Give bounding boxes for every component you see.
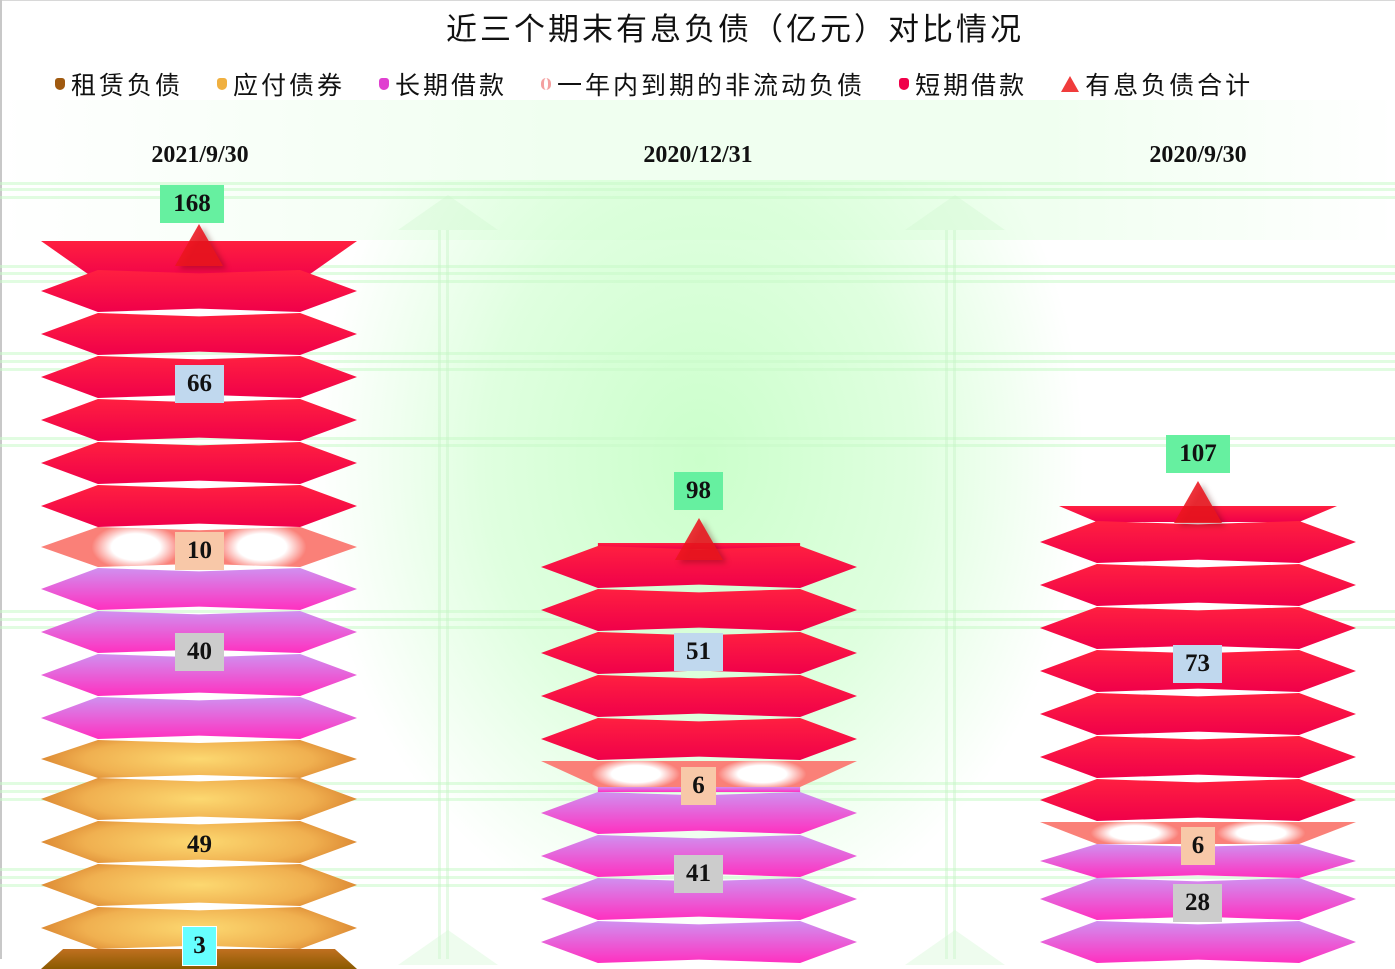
total-marker-triangle: [175, 224, 223, 266]
bg-arrow-decoration: [905, 930, 1005, 965]
segment-short-term-loans: [41, 270, 357, 312]
total-marker-triangle: [1174, 481, 1222, 523]
value-label-bonds-payable: 49: [187, 831, 212, 858]
segment-short-term-loans: [41, 399, 357, 441]
segment-short-term-loans: [541, 589, 857, 631]
segment-short-term-loans: [1040, 564, 1356, 606]
segment-bonds-payable: [41, 864, 357, 906]
value-label-lease-liabilities: 3: [182, 926, 217, 966]
segment-long-term-loans: [41, 697, 357, 739]
segment-short-term-loans: [1040, 607, 1356, 649]
segment-bonds-payable: [41, 821, 357, 863]
segment-short-term-loans: [541, 675, 857, 717]
legend-label: 有息负债合计: [1085, 71, 1254, 100]
value-label-total: 107: [1166, 435, 1230, 473]
bg-pole: [953, 230, 956, 959]
bg-arrow-decoration: [905, 195, 1005, 230]
frame-top-border: [0, 0, 1395, 1]
bg-pole: [945, 230, 948, 959]
segment-short-term-loans: [1040, 521, 1356, 563]
segment-short-term-loans: [41, 313, 357, 355]
segment-short-term-loans: [1040, 779, 1356, 821]
bg-stripe: [0, 188, 1395, 191]
value-label-current-noncurrent: 10: [175, 532, 224, 570]
value-label-long-term-loans: 41: [674, 855, 723, 893]
legend-item-short-term-loans[interactable]: 短期借款: [899, 66, 1027, 102]
magenta-lantern-icon: [379, 78, 390, 90]
bg-stripe: [0, 437, 1395, 440]
segment-long-term-loans: [541, 921, 857, 963]
value-label-short-term-loans: 73: [1173, 645, 1222, 683]
segment-long-term-loans: [41, 568, 357, 610]
segment-long-term-loans: [1040, 921, 1356, 963]
legend-label: 租赁负债: [71, 71, 184, 100]
bg-stripe: [0, 444, 1395, 447]
segment-short-term-loans: [541, 718, 857, 760]
category-label-2021-9-30: 2021/9/30: [151, 142, 249, 168]
chart-legend: 租赁负债 应付债券 长期借款 一年内到期的非流动负债 短期借款 有息负债合计: [55, 66, 1287, 102]
brown-lantern-icon: [55, 78, 65, 90]
value-label-total: 168: [160, 185, 224, 223]
legend-item-current-noncurrent[interactable]: 一年内到期的非流动负债: [541, 66, 865, 102]
legend-label: 应付债券: [233, 71, 346, 100]
total-marker-triangle: [675, 518, 723, 560]
bg-stripe: [0, 360, 1395, 363]
legend-label: 短期借款: [915, 71, 1028, 100]
bg-arrow-decoration: [398, 930, 498, 965]
value-label-current-noncurrent: 6: [681, 767, 716, 805]
legend-label: 长期借款: [395, 71, 508, 100]
bg-arrow-decoration: [398, 195, 498, 230]
category-label-2020-9-30: 2020/9/30: [1149, 142, 1247, 168]
legend-label: 一年内到期的非流动负债: [557, 71, 866, 100]
bg-stripe: [0, 368, 1395, 371]
legend-item-bonds[interactable]: 应付债券: [217, 66, 345, 102]
legend-item-total[interactable]: 有息负债合计: [1061, 66, 1253, 102]
value-label-long-term-loans: 40: [175, 633, 224, 671]
segment-short-term-loans: [1040, 693, 1356, 735]
value-label-short-term-loans: 51: [674, 633, 723, 671]
value-label-total: 98: [674, 472, 723, 510]
value-label-current-noncurrent: 6: [1181, 827, 1215, 865]
red-triangle-icon: [1061, 76, 1080, 92]
bg-stripe: [0, 182, 1395, 185]
segment-bonds-payable: [41, 740, 357, 778]
value-label-short-term-loans: 66: [175, 365, 224, 403]
bg-stripe: [0, 352, 1395, 355]
legend-item-lease[interactable]: 租赁负债: [55, 66, 183, 102]
salmon-lantern-icon: [541, 78, 552, 90]
value-label-long-term-loans: 28: [1173, 884, 1222, 922]
bg-stripe: [0, 272, 1395, 275]
orange-lantern-icon: [217, 78, 228, 90]
segment-short-term-loans: [41, 442, 357, 484]
bg-stripe: [0, 280, 1395, 283]
red-lantern-icon: [899, 78, 910, 90]
chart-title: 近三个期末有息负债（亿元）对比情况: [446, 12, 1024, 48]
segment-bonds-payable: [41, 778, 357, 820]
category-label-2020-12-31: 2020/12/31: [643, 142, 753, 168]
bg-stripe: [0, 196, 1395, 199]
bg-stripe: [0, 265, 1395, 268]
bg-pole: [446, 230, 449, 959]
segment-short-term-loans: [41, 485, 357, 527]
segment-short-term-loans: [1040, 736, 1356, 778]
legend-item-long-term-loans[interactable]: 长期借款: [379, 66, 507, 102]
bg-pole: [438, 230, 441, 959]
